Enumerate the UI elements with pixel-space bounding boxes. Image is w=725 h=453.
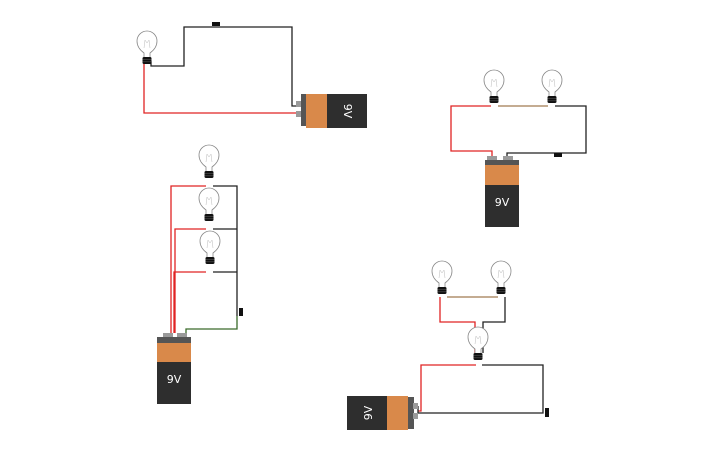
wire-negative[interactable] — [213, 185, 238, 316]
switch[interactable] — [554, 153, 562, 157]
bulb — [198, 187, 220, 222]
bulb — [136, 30, 158, 65]
bulb — [541, 69, 563, 104]
wire-positive[interactable] — [418, 297, 476, 412]
bulb — [199, 230, 221, 265]
battery-label: 9V — [495, 196, 510, 209]
circuit-1: 9V — [136, 22, 367, 128]
switch[interactable] — [212, 22, 220, 26]
battery[interactable]: 9V — [296, 94, 367, 128]
wire-negative[interactable] — [506, 105, 587, 158]
bulb — [483, 69, 505, 104]
bulb — [198, 144, 220, 179]
bulb — [490, 260, 512, 295]
switch[interactable] — [239, 308, 243, 316]
wire-green[interactable] — [185, 316, 238, 333]
battery[interactable]: 9V — [347, 396, 418, 430]
battery[interactable]: 9V — [157, 333, 191, 404]
switch[interactable] — [545, 408, 549, 417]
bulb — [431, 260, 453, 295]
battery-label: 9V — [167, 373, 182, 386]
battery-label: 9V — [362, 405, 375, 420]
bulb — [467, 326, 489, 361]
circuit-3: 9V — [157, 144, 243, 404]
wire-negative[interactable] — [150, 26, 300, 107]
wire-positive[interactable] — [143, 61, 300, 114]
circuit-2: 9V — [450, 69, 587, 227]
circuit-4: 9V — [347, 260, 549, 430]
wire-positive[interactable] — [450, 105, 493, 158]
battery-label: 9V — [341, 104, 354, 119]
wire-positive[interactable] — [170, 185, 206, 333]
battery[interactable]: 9V — [485, 156, 519, 227]
